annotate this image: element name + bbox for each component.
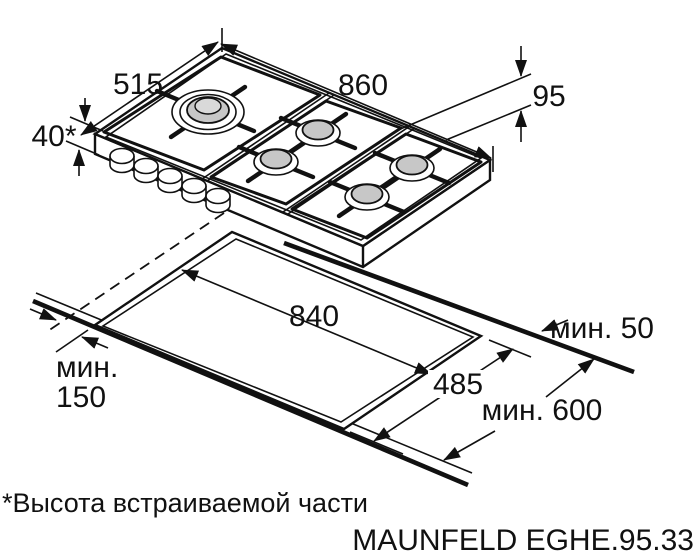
burner <box>253 148 299 176</box>
dim-min-side-clearance: мин. 150 <box>29 308 118 414</box>
knob[interactable] <box>133 157 159 184</box>
extension-line <box>445 104 532 141</box>
dim-label-min50: мин. 50 <box>550 312 654 345</box>
cutout-left-extension <box>55 329 89 353</box>
dim-label-485: 485 <box>433 368 483 401</box>
extension-line <box>397 73 532 131</box>
dim-label-860: 860 <box>338 69 388 102</box>
knob[interactable] <box>181 177 207 204</box>
dim-side-offset: 95 <box>397 46 566 142</box>
dim-hob-width: 860 <box>220 43 494 172</box>
knob[interactable] <box>109 147 135 174</box>
dim-min-back-clearance: мин. 50 <box>541 312 654 345</box>
dim-label-40: 40* <box>31 120 76 153</box>
dim-label-95: 95 <box>532 80 565 113</box>
dim-min-counter-depth: мин. 600 <box>443 358 603 461</box>
knob[interactable] <box>205 187 231 214</box>
cutout-front-extension <box>349 431 404 455</box>
cutout-right-extension <box>488 339 532 358</box>
burner-large <box>171 89 245 135</box>
model-name: MAUNFELD EGHE.95.33 <box>352 524 694 557</box>
countertop-back-edge <box>283 240 635 375</box>
footnote: *Высота встраиваемой части <box>2 488 368 518</box>
dim-built-in-height: 40* <box>31 98 104 176</box>
dim-label-min150-line1: мин. <box>56 351 118 384</box>
burner <box>389 154 435 182</box>
dim-label-min150-line2: 150 <box>56 381 106 414</box>
countertop-front-edge <box>32 298 469 488</box>
knob[interactable] <box>157 167 183 194</box>
dim-label-515: 515 <box>113 68 163 101</box>
burner <box>344 183 390 211</box>
burner <box>295 119 341 147</box>
label-mask <box>428 370 488 398</box>
dim-tick <box>65 140 100 156</box>
control-knobs[interactable] <box>109 147 231 214</box>
dim-label-840: 840 <box>289 300 339 333</box>
dim-cutout-depth: 485 <box>373 348 514 442</box>
dim-label-min600: мин. 600 <box>482 394 603 427</box>
dim-tick <box>69 116 104 132</box>
dim-hob-depth: 515 <box>80 28 223 136</box>
